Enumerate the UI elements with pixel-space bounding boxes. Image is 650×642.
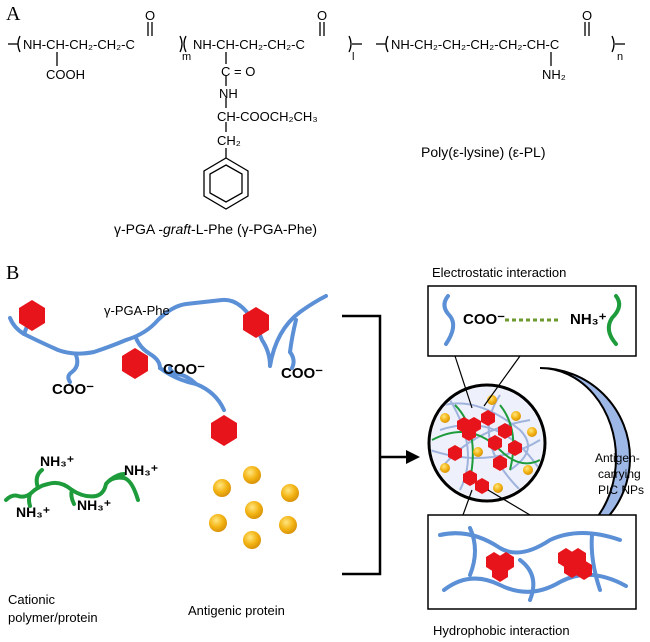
pga-phe-polymer bbox=[8, 294, 328, 412]
pga-caption-graft: graft bbox=[163, 221, 192, 237]
pga-phe-label: γ-PGA-Phe bbox=[104, 303, 170, 318]
cationic-label-line1: Cationic bbox=[8, 592, 55, 607]
nanoparticle-label-line1: Antigen- bbox=[595, 451, 640, 465]
epl-caption: Poly(ε-lysine) (ε-PL) bbox=[421, 144, 546, 160]
inset-coo-label: COO⁻ bbox=[463, 311, 506, 328]
electrostatic-box bbox=[427, 285, 637, 357]
panel-a-label: A bbox=[6, 3, 21, 25]
inset-green-chain bbox=[606, 294, 622, 346]
pga-cooh: COOH bbox=[46, 67, 85, 82]
epl-carbonyl-o: O bbox=[582, 8, 593, 23]
phe-hexagons bbox=[19, 300, 269, 446]
pga-backbone-m: NH-CH-CH₂-CH₂-C bbox=[23, 37, 135, 52]
nanoparticle-label-line2: carrying bbox=[598, 467, 641, 481]
nh3-label-3: NH₃⁺ bbox=[16, 504, 51, 520]
pga-carbonyl-o-2: O bbox=[317, 8, 328, 23]
pga-caption-prefix: γ-PGA - bbox=[114, 221, 164, 237]
coo-label-3: COO⁻ bbox=[281, 365, 324, 382]
inset-nh3-label: NH₃⁺ bbox=[570, 311, 607, 328]
nh3-label-2: NH₃⁺ bbox=[124, 462, 159, 478]
arrow-head bbox=[406, 450, 420, 464]
inset-hexagons bbox=[486, 548, 592, 582]
combination-bracket bbox=[342, 314, 408, 576]
antigen-spheres bbox=[209, 466, 299, 549]
pga-nh: NH bbox=[219, 86, 238, 101]
pga-subscript-m: m bbox=[182, 51, 192, 63]
antigen-label: Antigenic protein bbox=[188, 603, 285, 618]
inset-blue-chain bbox=[442, 294, 456, 346]
electrostatic-title: Electrostatic interaction bbox=[432, 265, 567, 280]
cationic-polymer bbox=[4, 468, 140, 508]
pga-amide: C = O bbox=[221, 64, 256, 79]
nanoparticle bbox=[427, 367, 631, 549]
inset-hydrophobic-chains bbox=[438, 526, 628, 602]
epl-subscript-n: n bbox=[617, 51, 624, 63]
pga-ch2: CH₂ bbox=[217, 133, 241, 148]
cationic-label-line2: polymer/protein bbox=[8, 610, 98, 625]
coo-label-2: COO⁻ bbox=[163, 361, 206, 378]
epl-nh2: NH₂ bbox=[542, 67, 566, 82]
panel-b-label: B bbox=[6, 262, 20, 284]
callout-lines bbox=[454, 355, 531, 516]
coo-label-1: COO⁻ bbox=[52, 381, 95, 398]
hydrophobic-title: Hydrophobic interaction bbox=[433, 623, 570, 638]
pga-subscript-l: l bbox=[352, 51, 355, 63]
pga-backbone-l: NH-CH-CH₂-CH₂-C bbox=[193, 37, 305, 52]
nanoparticle-label-line3: PIC NPs bbox=[598, 483, 645, 497]
pga-ester: CH-COOCH₂CH₃ bbox=[217, 109, 318, 124]
pga-phe-caption: γ-PGA -graft-L-Phe (γ-PGA-Phe) bbox=[114, 222, 317, 236]
nh3-label-4: NH₃⁺ bbox=[77, 497, 112, 513]
pga-caption-suffix: -L-Phe (γ-PGA-Phe) bbox=[191, 221, 318, 237]
pga-carbonyl-o-1: O bbox=[145, 8, 156, 23]
nh3-label-1: NH₃⁺ bbox=[40, 453, 75, 469]
epl-backbone: NH-CH₂-CH₂-CH₂-CH₂-CH-C bbox=[391, 37, 560, 52]
